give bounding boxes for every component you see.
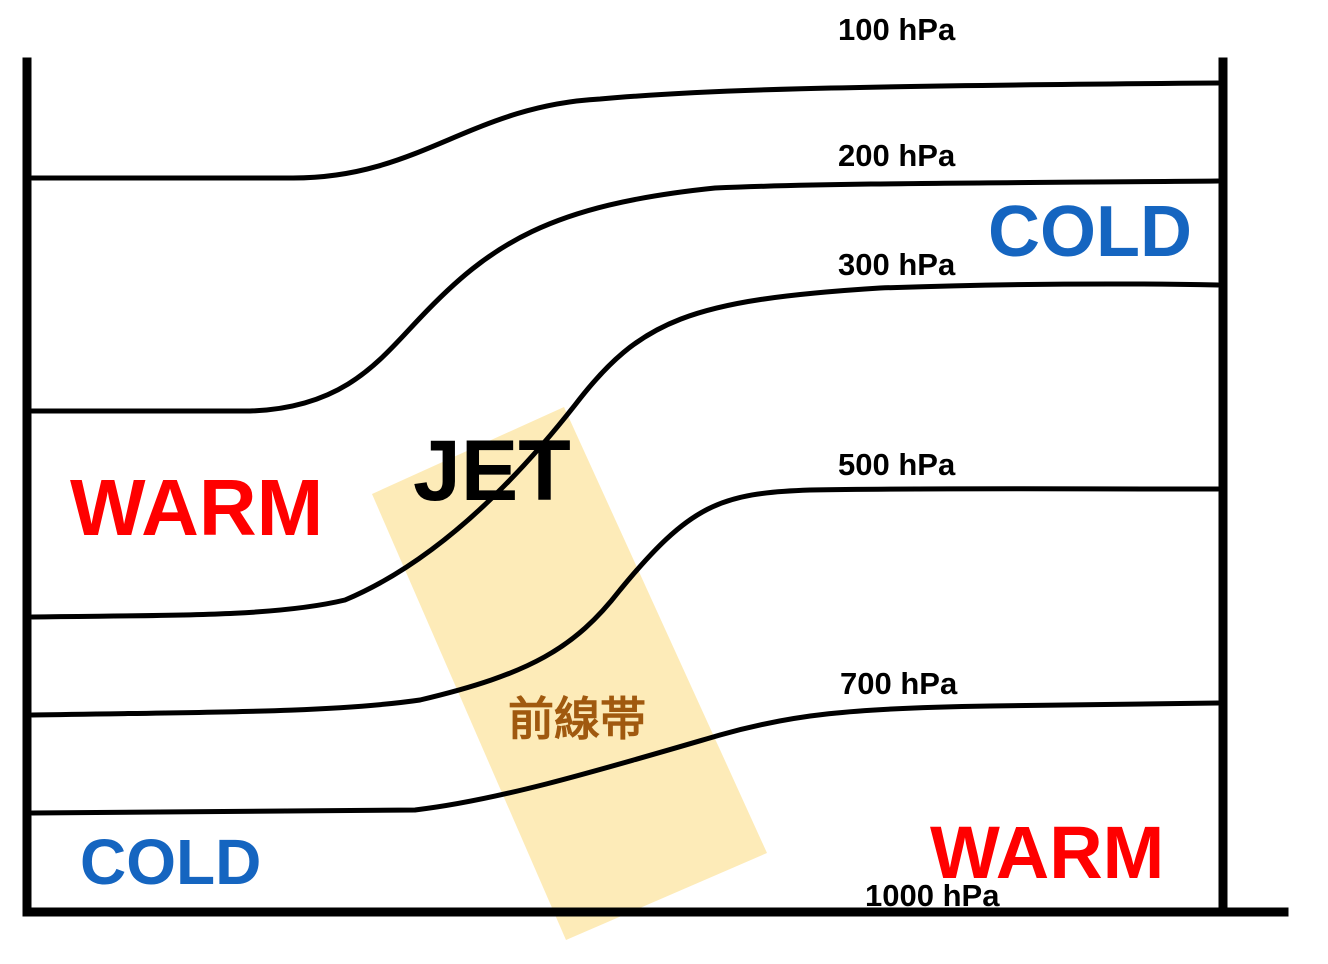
pressure-label-1000: 1000 hPa — [865, 878, 1000, 913]
isobar-700-line — [29, 700, 1221, 816]
isobar-300-line — [29, 281, 1221, 620]
pressure-label-100: 100 hPa — [838, 12, 956, 47]
air-mass-label-cold-upper-right: COLD — [988, 192, 1192, 272]
isobar-200-line — [29, 178, 1221, 414]
pressure-label-300: 300 hPa — [838, 247, 956, 282]
air-mass-label-warm-upper-left: WARM — [70, 463, 323, 552]
frontal-zone-label: 前線帯 — [508, 692, 646, 746]
pressure-label-500: 500 hPa — [838, 447, 956, 482]
frontal-zone-band — [372, 407, 767, 940]
isobar-500-line — [29, 486, 1221, 718]
jet-label: JET — [413, 423, 571, 519]
pressure-label-200: 200 hPa — [838, 138, 956, 173]
isobar-100-line — [29, 80, 1221, 181]
air-mass-label-warm-lower-right: WARM — [930, 811, 1164, 894]
air-mass-label-cold-lower-left: COLD — [80, 826, 261, 898]
pressure-label-700: 700 hPa — [840, 666, 958, 701]
